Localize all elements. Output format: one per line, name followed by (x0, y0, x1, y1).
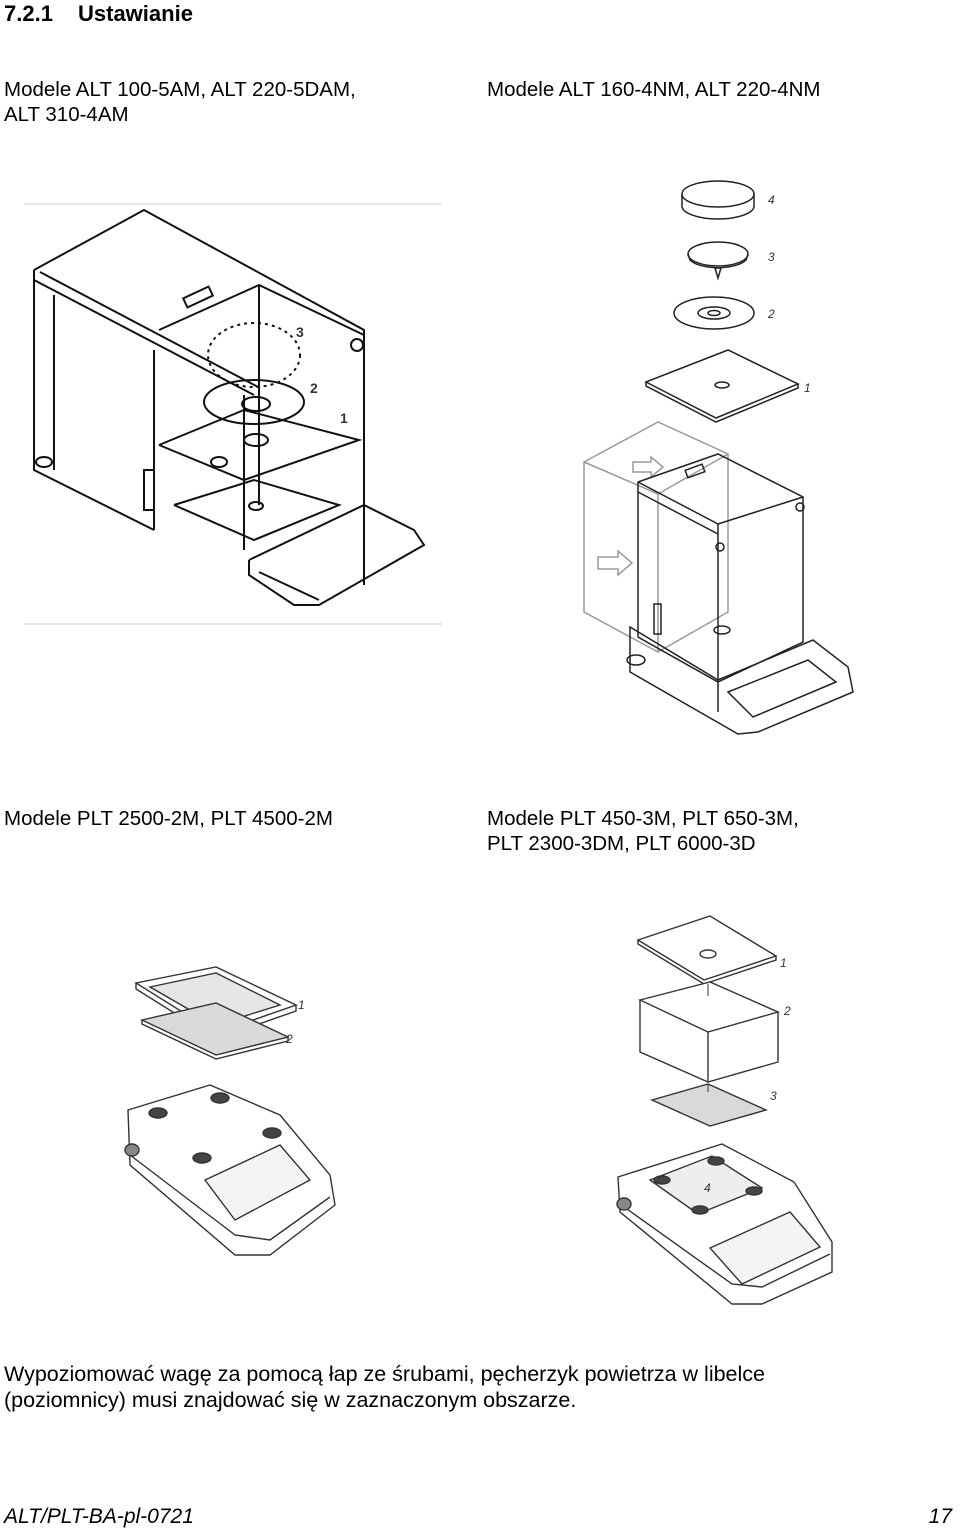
part-number-label: 1 (340, 410, 348, 426)
caption-alt-large: Modele ALT 100-5AM, ALT 220-5DAM, ALT 31… (4, 77, 356, 127)
part-number-label: 2 (285, 1032, 293, 1046)
caption-alt-small: Modele ALT 160-4NM, ALT 220-4NM (487, 77, 821, 102)
caption-plt-3m: Modele PLT 450-3M, PLT 650-3M, PLT 2300-… (487, 806, 799, 856)
part-number-label: 3 (768, 250, 775, 264)
part-number-label: 3 (770, 1089, 777, 1103)
caption-line: ALT 310-4AM (4, 103, 129, 126)
part-number-label: 3 (296, 324, 304, 340)
section-number: 7.2.1 (4, 1, 53, 26)
instruction-line: Wypoziomować wagę za pomocą łap ze śruba… (4, 1362, 766, 1386)
part-number-label: 2 (767, 307, 775, 321)
balance-drawing-alt-small: 4 3 2 1 (583, 180, 854, 735)
caption-line: Modele PLT 450-3M, PLT 650-3M, (487, 807, 799, 830)
figure-plt-3m-balance: 1 2 3 4 (612, 912, 844, 1312)
balance-drawing-alt-large: 3 2 1 (24, 203, 442, 625)
part-number-label: 4 (704, 1181, 711, 1195)
part-number-label: 2 (310, 380, 318, 396)
part-number-label: 1 (804, 381, 811, 395)
part-number-label: 2 (783, 1004, 791, 1018)
caption-line: Modele ALT 160-4NM, ALT 220-4NM (487, 78, 821, 101)
caption-plt-2m: Modele PLT 2500-2M, PLT 4500-2M (4, 806, 333, 831)
page-number: 17 (928, 1505, 952, 1528)
part-number-label: 4 (768, 193, 775, 207)
caption-line: PLT 2300-3DM, PLT 6000-3D (487, 832, 756, 855)
document-id: ALT/PLT-BA-pl-0721 (4, 1505, 194, 1528)
caption-line: Modele PLT 2500-2M, PLT 4500-2M (4, 807, 333, 830)
section-heading: 7.2.1 Ustawianie (4, 0, 193, 28)
part-number-label: 1 (298, 998, 305, 1012)
figure-plt-2m-balance: 1 2 (120, 965, 340, 1265)
section-title: Ustawianie (78, 1, 193, 26)
footer-divider (0, 1500, 960, 1501)
balance-drawing-plt-3m: 1 2 3 4 (616, 915, 833, 1305)
leveling-instruction: Wypoziomować wagę za pomocą łap ze śruba… (4, 1361, 954, 1413)
figure-alt-small-balance: 4 3 2 1 (578, 172, 860, 744)
part-number-label: 1 (780, 956, 787, 970)
balance-drawing-plt-2m: 1 2 (124, 966, 336, 1256)
instruction-line: (poziomnicy) musi znajdować się w zaznac… (4, 1388, 577, 1412)
caption-line: Modele ALT 100-5AM, ALT 220-5DAM, (4, 78, 356, 101)
figure-alt-large-balance: 3 2 1 (24, 200, 444, 628)
